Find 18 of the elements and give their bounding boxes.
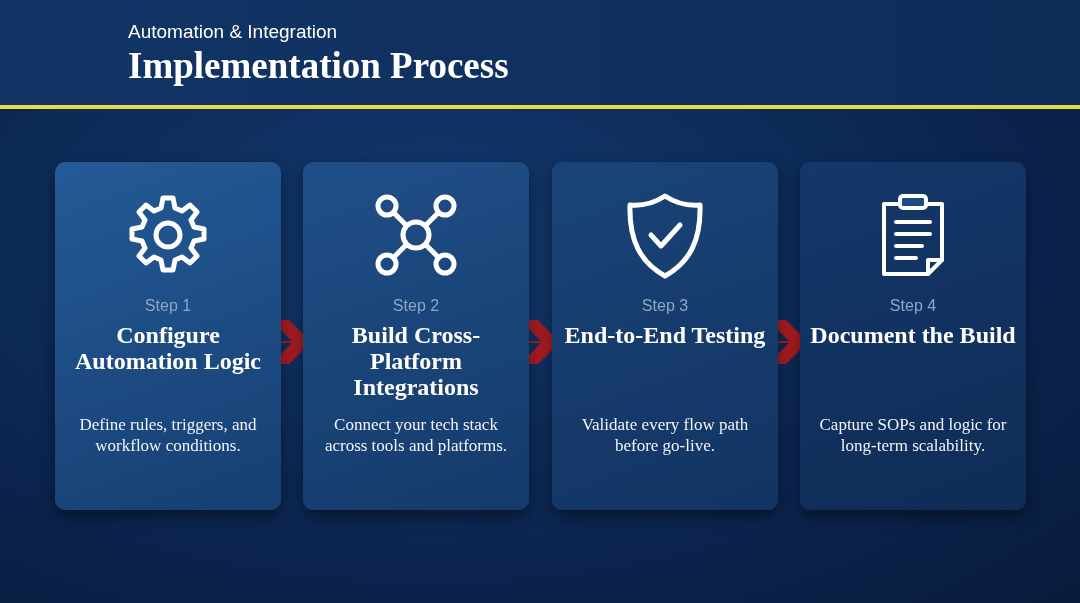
- step-label: Step 3: [640, 297, 690, 315]
- step-label: Step 2: [391, 297, 441, 315]
- step-description: Validate every flow path before go-live.: [580, 414, 750, 456]
- step-card: [552, 162, 778, 510]
- title: Implementation Process: [128, 44, 509, 87]
- step-description: Capture SOPs and logic for long-term scalability.: [818, 414, 1008, 456]
- step-label: Step 4: [888, 297, 938, 315]
- step-title: Document the Build: [810, 322, 1016, 348]
- step-card: [800, 162, 1026, 510]
- step-card: [303, 162, 529, 510]
- step-label: Step 1: [143, 297, 193, 315]
- step-description: Define rules, triggers, and workflow conditions.: [78, 414, 258, 456]
- step-title: Configure Automation Logic: [74, 322, 262, 374]
- step-card: [55, 162, 281, 510]
- step-title: End-to-End Testing: [563, 322, 767, 348]
- subtitle: Automation & Integration: [128, 21, 338, 43]
- step-description: Connect your tech stack across tools and platforms.: [323, 414, 509, 456]
- step-title: Build Cross-Platform Integrations: [350, 322, 482, 400]
